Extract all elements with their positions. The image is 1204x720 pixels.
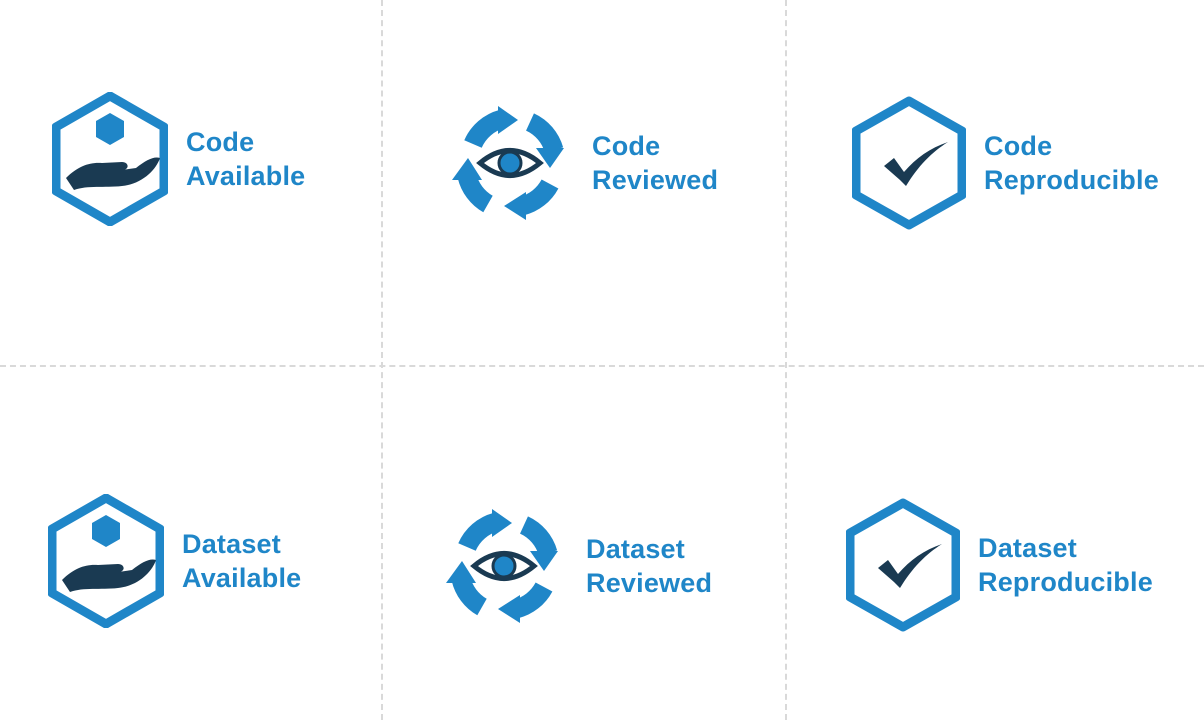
badge-dataset-reviewed: Dataset Reviewed bbox=[440, 503, 712, 629]
badge-title-line1: Code bbox=[984, 131, 1053, 161]
badge-dataset-available: Dataset Available bbox=[48, 494, 301, 628]
badge-code-reproducible: Code Reproducible bbox=[852, 96, 1159, 230]
eye-cycle-icon bbox=[446, 509, 558, 623]
checkmark-hexagon-icon bbox=[846, 498, 960, 632]
badge-title-line2: Reviewed bbox=[586, 568, 713, 598]
badge-title-line2: Reviewed bbox=[592, 165, 719, 195]
badge-title-line2: Available bbox=[182, 563, 302, 593]
badge-title-line1: Code bbox=[186, 127, 255, 157]
badge-code-available: Code Available bbox=[52, 92, 305, 226]
badge-title-line1: Dataset bbox=[978, 533, 1077, 563]
badge-code-reviewed: Code Reviewed bbox=[446, 100, 718, 226]
eye-cycle-icon bbox=[452, 106, 564, 220]
badge-title-line1: Dataset bbox=[182, 529, 281, 559]
hand-holding-cube-icon bbox=[48, 494, 164, 628]
badge-dataset-reproducible: Dataset Reproducible bbox=[846, 498, 1153, 632]
badge-title-line2: Reproducible bbox=[984, 165, 1159, 195]
checkmark-hexagon-icon bbox=[852, 96, 966, 230]
divider-vertical-1 bbox=[381, 0, 383, 720]
divider-vertical-2 bbox=[785, 0, 787, 720]
badge-title-line1: Code bbox=[592, 131, 661, 161]
divider-horizontal bbox=[0, 365, 1204, 367]
badge-title-line2: Available bbox=[186, 161, 306, 191]
hand-holding-cube-icon bbox=[52, 92, 168, 226]
badge-title-line2: Reproducible bbox=[978, 567, 1153, 597]
badge-title-line1: Dataset bbox=[586, 534, 685, 564]
